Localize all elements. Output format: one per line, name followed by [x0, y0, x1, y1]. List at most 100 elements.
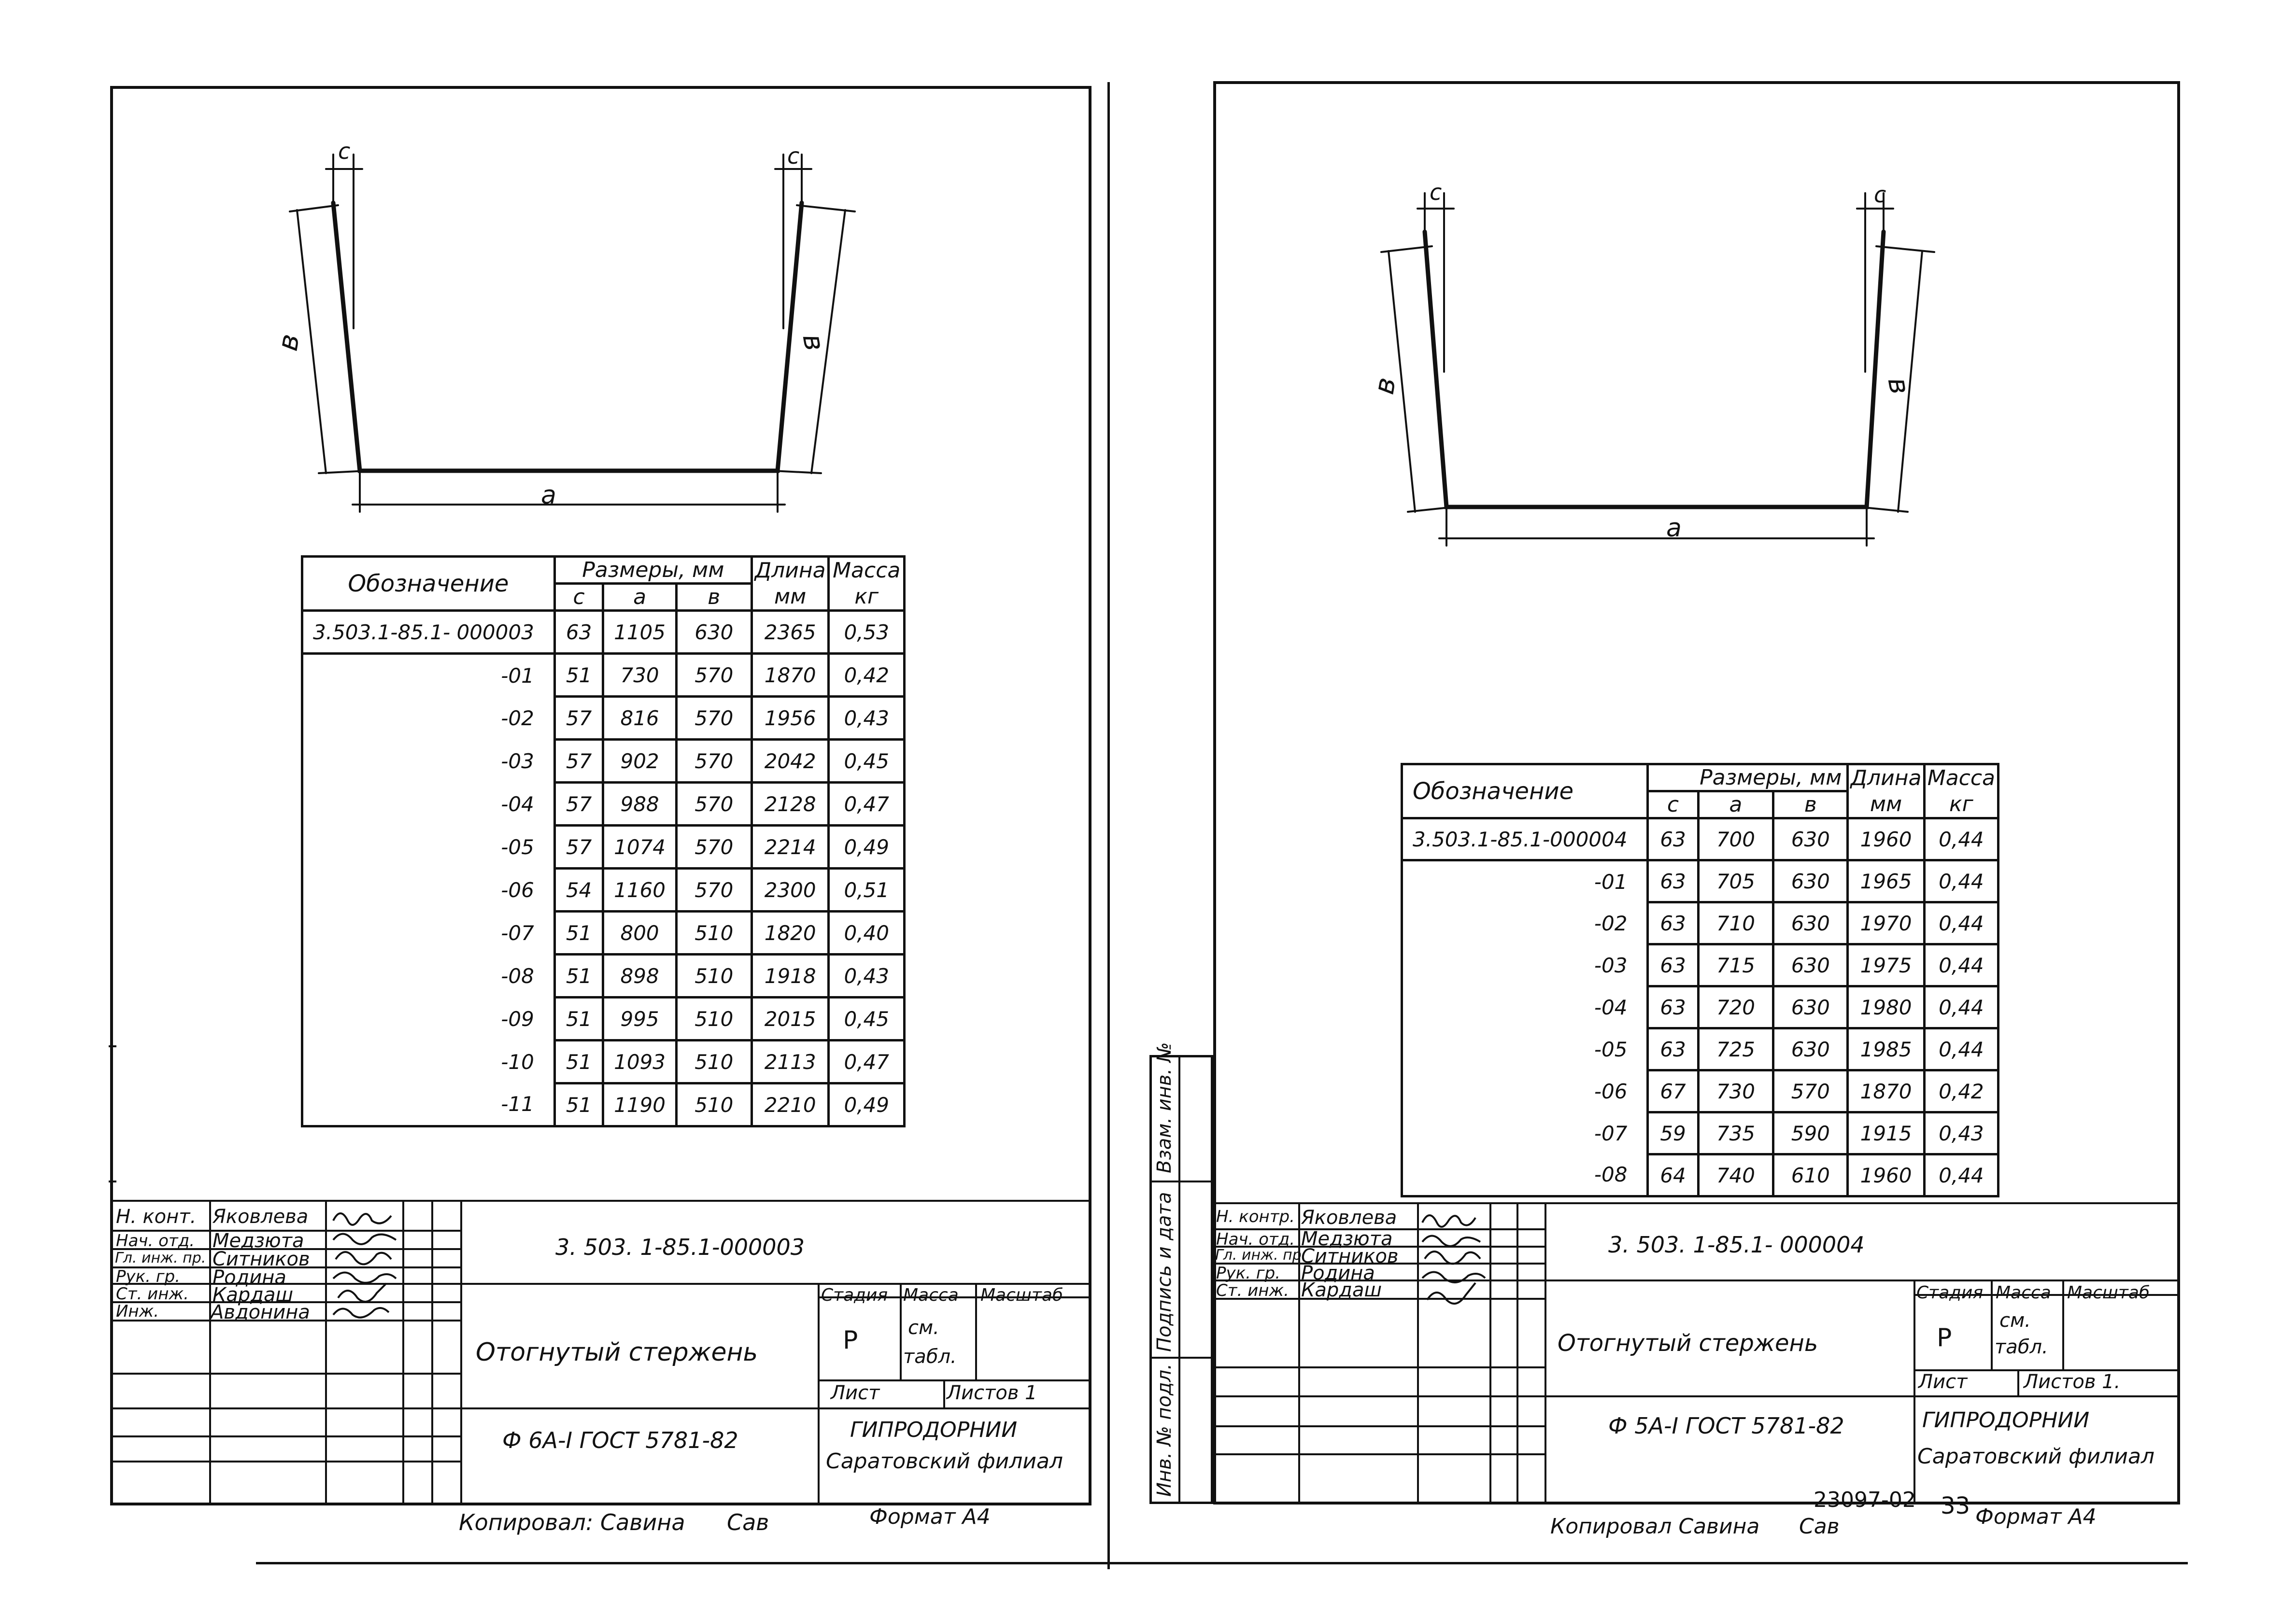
cell-len: 1970 — [1846, 901, 1926, 945]
cell-c: 63 — [1646, 859, 1700, 903]
cell-mass: 0,44 — [1923, 817, 2000, 861]
cell-c: 51 — [553, 910, 605, 956]
col-header-designation: Обозначение — [1400, 763, 1649, 819]
left-mass-value-1: см. — [908, 1317, 939, 1339]
col-header-dimensions: Размеры, мм — [1646, 763, 1849, 792]
left-stamp-name-1: Медзюта — [213, 1230, 304, 1252]
right-stamp-role-4: Ст. инж. — [1216, 1281, 1289, 1300]
cell-c: 64 — [1646, 1153, 1700, 1197]
col-header-c: c — [553, 582, 605, 612]
left-stamp-name-4: Кардаш — [213, 1284, 294, 1306]
cell-a: 700 — [1697, 817, 1775, 861]
cell-c: 59 — [1646, 1111, 1700, 1155]
right-scale-label: Масштаб — [2067, 1283, 2150, 1303]
cell-des: -03 — [1400, 944, 1649, 986]
cell-c: 63 — [1646, 817, 1700, 861]
cell-des: -05 — [301, 825, 556, 869]
cell-des: -01 — [1400, 860, 1649, 902]
cell-mass: 0,44 — [1923, 1027, 2000, 1071]
cell-a: 740 — [1697, 1153, 1775, 1197]
left-stamp-role-5: Инж. — [116, 1302, 159, 1321]
col-header-a: a — [602, 582, 678, 612]
cell-len: 1960 — [1846, 817, 1926, 861]
cell-des: -07 — [1400, 1112, 1649, 1154]
cell-len: 2113 — [750, 1039, 830, 1084]
cell-mass: 0,51 — [827, 867, 906, 913]
cell-a: 800 — [602, 910, 678, 956]
col-header-length: Длина — [750, 555, 830, 584]
cell-len: 1870 — [1846, 1069, 1926, 1113]
cell-b: 630 — [675, 609, 753, 655]
right-drawing-sheet — [1213, 81, 2180, 1505]
cell-c: 51 — [553, 1082, 605, 1127]
right-dim-a: a — [1666, 514, 1682, 543]
left-sheet-label: Лист — [831, 1382, 880, 1404]
cell-b: 570 — [675, 867, 753, 913]
right-mass-value-2: табл. — [1995, 1336, 2048, 1358]
cell-len: 1985 — [1846, 1027, 1926, 1071]
center-divider — [1107, 82, 1110, 1569]
left-org-1: ГИПРОДОРНИИ — [850, 1418, 1018, 1442]
cell-c: 63 — [1646, 901, 1700, 945]
cell-mass: 0,49 — [827, 824, 906, 870]
left-stamp-role-0: Н. конт. — [116, 1206, 197, 1228]
left-stamp-name-2: Ситников — [213, 1248, 310, 1270]
right-stage-value: Р — [1937, 1323, 1952, 1352]
right-archive-number: 23097-02 — [1814, 1488, 1916, 1512]
left-format: Формат А4 — [869, 1505, 991, 1529]
left-drawing-sheet — [110, 86, 1091, 1505]
cell-b: 630 — [1772, 943, 1849, 987]
cell-des: -06 — [1400, 1070, 1649, 1112]
col-header-mass: Масса — [827, 555, 906, 584]
left-copied-by: Копировал: Савина — [459, 1509, 685, 1535]
col-header-mass-unit: кг — [827, 583, 906, 612]
left-doc-code: 3. 503. 1-85.1-000003 — [555, 1234, 805, 1260]
cell-mass: 0,45 — [827, 738, 906, 784]
cell-len: 1960 — [1846, 1153, 1926, 1197]
cell-mass: 0,43 — [827, 953, 906, 998]
col-header-mass-unit: кг — [1923, 791, 2000, 819]
cell-a: 725 — [1697, 1027, 1775, 1071]
right-doc-code: 3. 503. 1-85.1- 000004 — [1608, 1232, 1865, 1258]
col-header-length-unit: мм — [750, 583, 830, 612]
left-material: Ф 6А-I ГОСТ 5781-82 — [502, 1427, 738, 1453]
left-stamp-signatures — [332, 1212, 397, 1319]
right-sheet-label: Лист — [1918, 1371, 1968, 1393]
cell-c: 51 — [553, 953, 605, 998]
cell-b: 570 — [675, 695, 753, 741]
cell-des: -05 — [1400, 1028, 1649, 1070]
cell-b: 510 — [675, 996, 753, 1041]
cell-b: 630 — [1772, 985, 1849, 1029]
cell-des: -08 — [301, 954, 556, 998]
right-mass-value-1: см. — [1999, 1309, 2031, 1332]
right-sheets-label: Листов 1. — [2024, 1371, 2121, 1393]
cell-b: 570 — [675, 652, 753, 698]
cell-c: 63 — [1646, 985, 1700, 1029]
left-stamp-role-4: Ст. инж. — [116, 1284, 189, 1304]
left-doc-title: Отогнутый стержень — [476, 1338, 758, 1367]
cell-len: 2042 — [750, 738, 830, 784]
right-stamp-role-1: Нач. отд. — [1216, 1230, 1295, 1249]
left-mass-label: Масса — [903, 1285, 959, 1305]
cell-c: 51 — [553, 1039, 605, 1084]
left-stamp-name-3: Родина — [213, 1266, 286, 1289]
right-stamp-name-0: Яковлева — [1301, 1207, 1397, 1229]
cell-b: 630 — [1772, 859, 1849, 903]
cell-a: 1093 — [602, 1039, 678, 1084]
cell-a: 1190 — [602, 1082, 678, 1127]
cell-mass: 0,44 — [1923, 943, 2000, 987]
cell-c: 57 — [553, 738, 605, 784]
cell-des: -09 — [301, 997, 556, 1041]
cell-c: 67 — [1646, 1069, 1700, 1113]
cell-mass: 0,47 — [827, 781, 906, 827]
col-header-a: a — [1697, 790, 1775, 819]
cell-mass: 0,44 — [1923, 859, 2000, 903]
left-mass-value-2: табл. — [903, 1346, 957, 1368]
right-stamp-name-4: Кардаш — [1301, 1279, 1382, 1301]
right-spec-table: Обозначение Размеры, мм Длина Масса c a … — [1400, 763, 2000, 1197]
